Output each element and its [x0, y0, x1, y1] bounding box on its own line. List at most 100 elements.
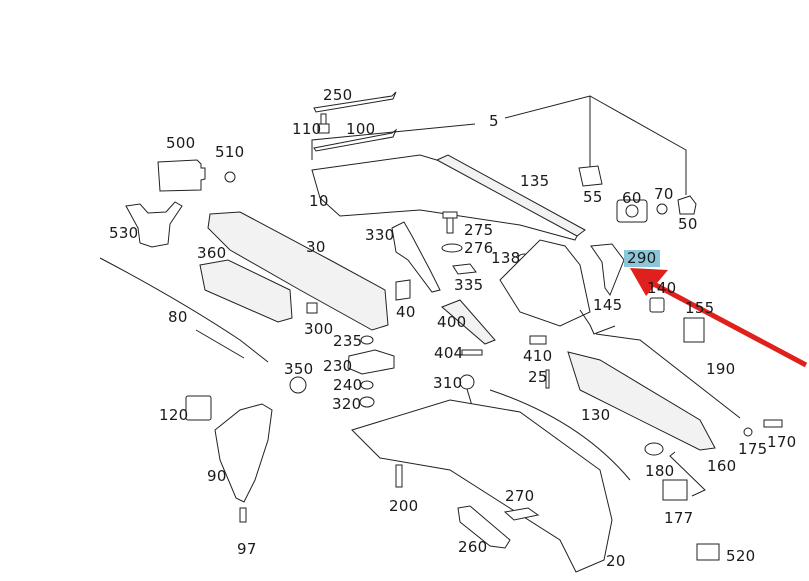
callout-190: 190	[706, 360, 736, 378]
part-300-nut	[306, 302, 318, 314]
callout-110: 110	[292, 120, 322, 138]
part-40-plate	[395, 279, 411, 301]
part-530-bracket	[125, 201, 183, 248]
callout-70: 70	[654, 185, 674, 203]
part-20-lower-bumper	[351, 399, 613, 573]
part-230-mount	[347, 349, 395, 375]
part-110-head	[317, 123, 330, 134]
callout-530: 530	[109, 224, 139, 242]
callout-145: 145	[593, 296, 623, 314]
part-70-ring	[656, 203, 668, 215]
part-276-washer	[441, 243, 463, 253]
part-25-pin	[545, 369, 550, 389]
part-350	[289, 376, 307, 394]
part-60-lens	[625, 204, 639, 218]
callout-55: 55	[583, 188, 603, 206]
leader-5-left	[311, 123, 476, 160]
part-240-grommet	[360, 380, 374, 390]
callout-360: 360	[197, 244, 227, 262]
callout-270: 270	[505, 487, 535, 505]
callout-97: 97	[237, 540, 257, 558]
callout-140: 140	[647, 279, 677, 297]
leader-160-177	[669, 451, 706, 497]
arrow-head	[630, 268, 668, 296]
part-275-head	[442, 211, 458, 219]
callout-276: 276	[464, 239, 494, 257]
part-235-grommet	[360, 335, 374, 345]
callout-80: 80	[168, 308, 188, 326]
part-97-clip	[239, 507, 247, 523]
part-320-grommet	[359, 396, 375, 408]
part-520-block	[696, 543, 720, 561]
part-110-pin	[320, 113, 327, 125]
part-90-bracket	[214, 403, 273, 503]
callout-175: 175	[738, 440, 768, 458]
part-155	[683, 317, 705, 343]
callout-50: 50	[678, 215, 698, 233]
part-10-cover	[311, 154, 581, 241]
callout-130: 130	[581, 406, 611, 424]
callout-155: 155	[685, 299, 715, 317]
callout-240: 240	[333, 376, 363, 394]
part-404-pin	[461, 349, 483, 356]
callout-25: 25	[528, 368, 548, 386]
callout-40: 40	[396, 303, 416, 321]
part-55-cap	[578, 165, 603, 187]
part-80-branch	[195, 329, 245, 359]
callout-400: 400	[437, 313, 467, 331]
callout-235: 235	[333, 332, 363, 350]
part-270-clip	[503, 507, 540, 521]
part-130-trim	[489, 389, 631, 481]
callout-230: 230	[323, 357, 353, 375]
callout-250: 250	[323, 86, 353, 104]
callout-20: 20	[606, 552, 626, 570]
arrow-shaft	[648, 279, 808, 368]
callout-275: 275	[464, 221, 494, 239]
callout-160: 160	[707, 457, 737, 475]
part-30-absorber	[207, 211, 389, 331]
part-135-trim	[435, 154, 586, 237]
part-80-harness	[99, 257, 269, 363]
part-177-sensor	[662, 479, 688, 501]
callout-510: 510	[215, 143, 245, 161]
part-410-bolt	[529, 335, 547, 345]
callout-120: 120	[159, 406, 189, 424]
part-160-diffuser	[567, 351, 716, 451]
part-400-trim	[441, 299, 496, 345]
leader-5-right	[589, 95, 687, 195]
callout-135: 135	[520, 172, 550, 190]
callout-335: 335	[454, 276, 484, 294]
part-180-grommet	[644, 442, 664, 456]
callout-177: 177	[664, 509, 694, 527]
leader-5-mid	[504, 95, 591, 168]
part-290	[590, 243, 625, 297]
part-510	[224, 171, 236, 183]
callout-260: 260	[458, 538, 488, 556]
part-360-absorber	[199, 259, 293, 323]
callout-138: 138	[491, 249, 521, 267]
callout-100: 100	[346, 120, 376, 138]
callout-60: 60	[622, 189, 642, 207]
callout-330: 330	[365, 226, 395, 244]
callout-5: 5	[489, 112, 499, 130]
callout-170: 170	[767, 433, 797, 451]
part-260-bracket	[457, 505, 511, 549]
callout-350: 350	[284, 360, 314, 378]
part-330-bracket	[391, 221, 441, 293]
callout-200: 200	[389, 497, 419, 515]
callout-520: 520	[726, 547, 756, 565]
callout-90: 90	[207, 467, 227, 485]
part-335-clip	[452, 263, 477, 275]
callout-30: 30	[306, 238, 326, 256]
callout-300: 300	[304, 320, 334, 338]
part-175-washer	[743, 427, 753, 437]
part-50-holder	[677, 195, 697, 215]
part-500-module	[157, 159, 206, 192]
part-190-strip	[595, 333, 741, 419]
part-bumper-side	[499, 239, 591, 327]
callout-410: 410	[523, 347, 553, 365]
part-250-strip	[313, 91, 397, 113]
part-145-cable	[579, 309, 616, 335]
callout-404: 404	[434, 344, 464, 362]
